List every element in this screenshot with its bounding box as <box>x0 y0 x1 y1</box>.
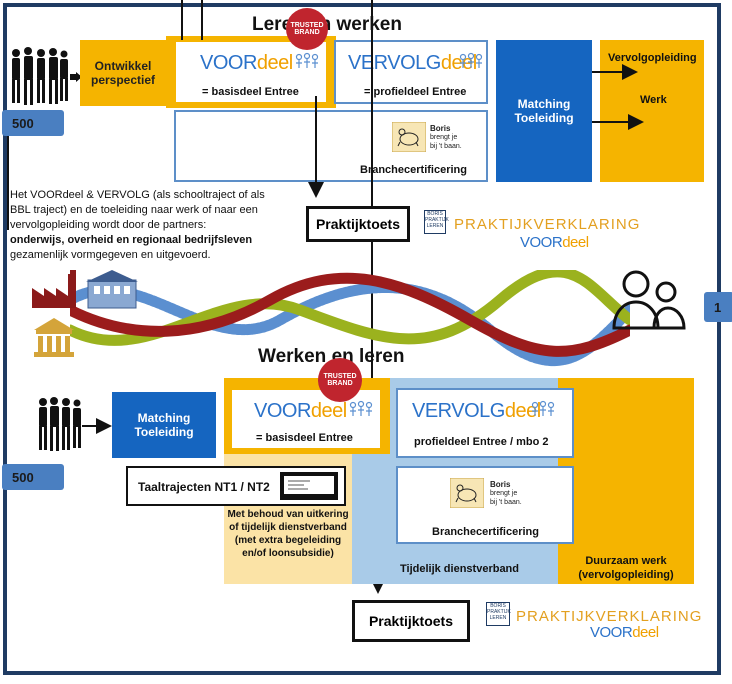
trusted-brand-stamp-bottom: TRUSTED BRAND <box>318 358 362 402</box>
stamp-text-bottom: TRUSTED BRAND <box>323 373 357 387</box>
voordeel-logo-deel: deel <box>256 52 293 74</box>
description-line1: Het VOORdeel & VERVOLG (als schooltrajec… <box>10 189 265 201</box>
boris-line3: bij 't baan. <box>430 143 462 150</box>
boris-small-text-mid: BORIS PRAKTIJK LEREN <box>425 211 449 229</box>
pv-deel-bottom: deel <box>632 624 659 641</box>
pv-voor-bottom: VOOR <box>590 624 633 641</box>
count-tag-bottom: 500 <box>2 464 64 490</box>
count-tag-right-value: 1 <box>714 299 722 315</box>
praktijktoets-box-mid: Praktijktoets <box>306 206 410 242</box>
branche-box-top: Boris brengt je bij 't baan. Branchecert… <box>174 110 488 182</box>
vervolgopleiding-label: Vervolgopleiding <box>608 52 697 64</box>
trusted-brand-stamp-top: TRUSTED BRAND <box>286 8 328 50</box>
taaltrajecten-box: Taaltrajecten NT1 / NT2 <box>126 466 346 506</box>
boris-small-text-bottom: BORIS PRAKTIJK LEREN <box>487 603 511 621</box>
praktijktoets-label-mid: Praktijktoets <box>315 216 401 232</box>
people-outline-icon <box>612 270 686 330</box>
taaltrajecten-label: Taaltrajecten NT1 / NT2 <box>138 480 270 494</box>
count-tag-top-value: 500 <box>12 115 34 131</box>
branche-label-bottom: Branchecertificering <box>432 526 539 538</box>
description-line5: gezamenlijk vormgegeven en uitgevoerd. <box>10 249 211 261</box>
ontwikkel-perspectief-box: Ontwikkel perspectief <box>80 40 166 106</box>
boris-logo-small-mid: BORIS PRAKTIJK LEREN <box>424 210 449 234</box>
description-text: Het VOORdeel & VERVOLG (als schooltrajec… <box>10 188 300 263</box>
description-line2: BBL traject) en de toeleiding naar werk … <box>10 204 258 216</box>
outcomes-box-top: Vervolgopleiding Werk <box>600 40 704 182</box>
description-line3: vervolgopleiding wordt door de partners: <box>10 219 207 231</box>
vervolgdeel-box-bottom: VERVOLGdeel profieldeel Entree / mbo 2 <box>396 388 574 458</box>
description-line4: onderwijs, overheid en regionaal bedrijf… <box>10 234 253 246</box>
boris-caption-bottom: Boris brengt je bij 't baan. <box>490 480 522 507</box>
vervolg-logo-a-b: VERVOLG <box>412 400 505 422</box>
boris-line2-b: brengt je <box>490 490 518 497</box>
boris-line3-b: bij 't baan. <box>490 499 522 506</box>
boris-line2: brengt je <box>430 134 458 141</box>
praktijkverklaring-bottom: PRAKTIJKVERKLARING <box>516 608 703 625</box>
arrow-icon <box>70 72 82 82</box>
people-sketch-icon <box>295 52 319 68</box>
duurzaam-label: Duurzaam werk (vervolgopleiding) <box>578 555 674 581</box>
people-sketch-icon <box>459 52 483 68</box>
voordeel-box-top: VOORdeel = basisdeel Entree <box>174 40 328 104</box>
count-tag-top: 500 <box>2 110 64 136</box>
voordeel-logo-voor-b: VOOR <box>254 400 311 422</box>
praktijktoets-box-bottom: Praktijktoets <box>352 600 470 642</box>
branche-box-bottom: Boris brengt je bij 't baan. Branchecert… <box>396 466 574 544</box>
tijdelijk-label: Tijdelijk dienstverband <box>400 563 519 575</box>
ontwikkel-label: Ontwikkel perspectief <box>90 59 156 87</box>
boris-dog-icon <box>450 478 484 508</box>
people-sketch-icon <box>349 400 373 416</box>
government-building-icon <box>34 318 74 357</box>
bottom-title: Werken en leren <box>258 346 405 367</box>
werk-label: Werk <box>640 94 667 106</box>
pv-voordeel-logo-mid: VOORdeel <box>520 234 589 251</box>
matching-toeleiding-box-top: Matching Toeleiding <box>496 40 592 182</box>
school-building-icon <box>86 270 138 309</box>
whiteboard-icon <box>280 472 338 500</box>
pv-voor-mid: VOOR <box>520 234 563 251</box>
pv-deel-mid: deel <box>562 234 589 251</box>
boris-line1-b: Boris <box>490 480 511 489</box>
voordeel-logo-voor: VOOR <box>200 52 257 74</box>
braided-waves <box>70 270 630 366</box>
boris-logo-small-bottom: BORIS PRAKTIJK LEREN <box>486 602 511 626</box>
diagram-frame <box>3 3 721 675</box>
praktijkverklaring-mid: PRAKTIJKVERKLARING <box>454 216 641 233</box>
people-group-icon <box>12 47 68 105</box>
factory-icon <box>32 270 76 308</box>
vervolg-sub-bottom: profieldeel Entree / mbo 2 <box>414 436 549 448</box>
matching-label-bottom: Matching Toeleiding <box>134 411 194 439</box>
people-sketch-icon <box>531 400 555 416</box>
boris-dog-icon <box>392 122 426 152</box>
voordeel-logo-bottom: VOORdeel <box>254 400 347 423</box>
boris-caption-top: Boris brengt je bij 't baan. <box>430 124 462 151</box>
matching-toeleiding-box-bottom: Matching Toeleiding <box>112 392 216 458</box>
voordeel-logo: VOORdeel <box>200 52 293 75</box>
stamp-text-top: TRUSTED BRAND <box>290 22 324 36</box>
vervolg-logo-b: deel <box>440 52 477 74</box>
vervolgdeel-box-top: VERVOLGdeel = profieldeel Entree <box>334 40 488 104</box>
matching-label-top: Matching Toeleiding <box>514 97 574 125</box>
vervolgdeel-logo-bottom: VERVOLGdeel <box>412 400 541 423</box>
voordeel-sub-bottom: = basisdeel Entree <box>256 432 353 444</box>
count-tag-bottom-value: 500 <box>12 469 34 485</box>
vervolg-sub-top: = profieldeel Entree <box>364 86 467 98</box>
pv-voordeel-logo-bottom: VOORdeel <box>590 624 659 641</box>
behoud-text: Met behoud van uitkering of tijdelijk di… <box>227 509 349 559</box>
count-tag-right: 1 <box>704 292 732 322</box>
voordeel-logo-deel-b: deel <box>310 400 347 422</box>
duurzaam-band <box>558 378 694 584</box>
people-group-icon <box>39 397 81 451</box>
praktijktoets-label-bottom: Praktijktoets <box>368 613 454 629</box>
voordeel-box-bottom: VOORdeel = basisdeel Entree <box>230 388 382 450</box>
branche-label-top: Branchecertificering <box>360 164 467 176</box>
voordeel-sub-top: = basisdeel Entree <box>202 86 299 98</box>
boris-line1: Boris <box>430 124 451 133</box>
